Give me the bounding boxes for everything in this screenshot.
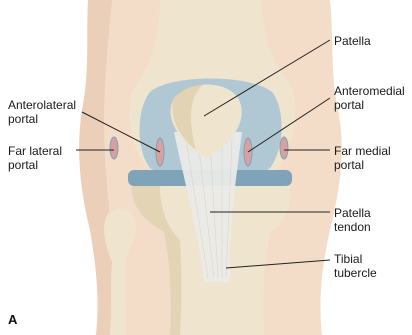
label-anteromedial-line1: Anteromedial [334,84,405,98]
label-tibial-tubercle-line2: tubercle [334,266,377,280]
label-far-lateral-portal: Far lateral portal [8,144,62,172]
far-lateral-portal [110,137,118,159]
label-patella-tendon: Patella tendon [334,206,371,234]
label-anterolateral-line1: Anterolateral [8,98,76,112]
label-anterolateral-line2: portal [8,112,76,126]
panel-letter: A [8,312,17,327]
label-far-medial-line1: Far medial [334,144,391,158]
label-anterolateral-portal: Anterolateral portal [8,98,76,126]
far-medial-portal [280,137,288,159]
label-far-lateral-line1: Far lateral [8,144,62,158]
label-anteromedial-portal: Anteromedial portal [334,84,405,112]
label-far-lateral-line2: portal [8,158,62,172]
label-far-medial-portal: Far medial portal [334,144,391,172]
label-anteromedial-line2: portal [334,98,405,112]
label-tibial-tubercle: Tibial tubercle [334,252,377,280]
label-patella-tendon-line2: tendon [334,220,371,234]
label-far-medial-line2: portal [334,158,391,172]
label-patella-tendon-line1: Patella [334,206,371,220]
label-patella-text: Patella [334,34,371,48]
label-patella: Patella [334,34,371,48]
label-tibial-tubercle-line1: Tibial [334,252,377,266]
